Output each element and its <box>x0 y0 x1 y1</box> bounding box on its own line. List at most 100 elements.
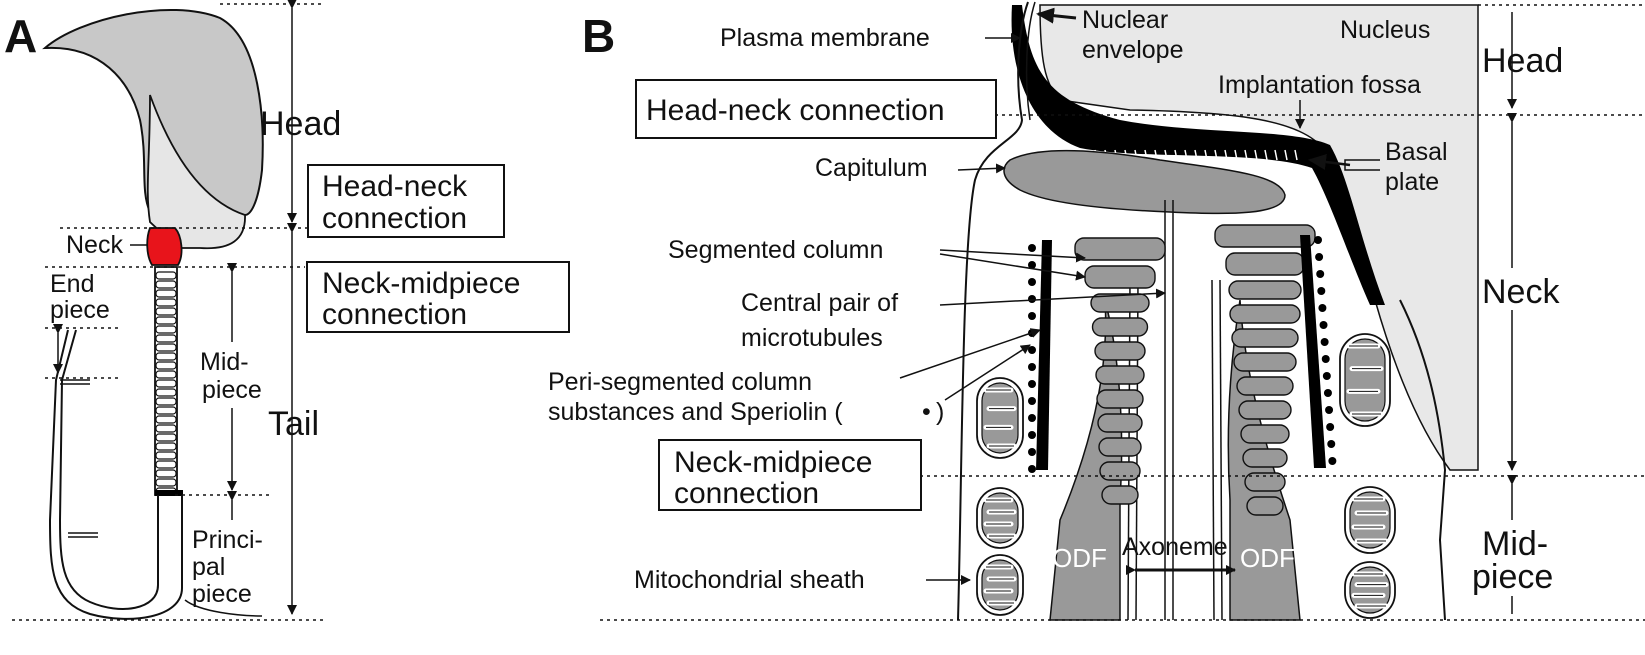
column-segment <box>1231 328 1299 348</box>
speriolin-dot <box>1322 372 1331 380</box>
label-principal-2: pal <box>192 553 225 581</box>
column-segment <box>1242 448 1288 468</box>
speriolin-dot <box>1028 278 1036 286</box>
label-segmented-column: Segmented column <box>668 236 883 264</box>
segmented-column-left <box>1074 237 1166 505</box>
mitochondrion <box>976 487 1024 549</box>
label-plasma-membrane: Plasma membrane <box>720 24 930 52</box>
midpiece-segment <box>155 325 177 334</box>
speriolin-dot <box>1327 440 1336 448</box>
speriolin-dot <box>1325 406 1334 414</box>
speriolin-dot <box>1028 312 1036 320</box>
column-segment <box>1099 461 1141 481</box>
column-segment <box>1244 472 1286 492</box>
mitochondria <box>976 333 1396 619</box>
fossa-stria <box>1234 149 1238 161</box>
mitochondrion <box>1339 333 1391 427</box>
fossa-stria <box>1174 149 1178 161</box>
box-neck-mid-1: Neck-midpiece <box>322 267 520 300</box>
speriolin-dots <box>1028 236 1337 473</box>
fossa-stria <box>1284 149 1288 161</box>
label-odf-right: ODF <box>1240 543 1295 573</box>
fossa-stria <box>1184 149 1188 161</box>
fossa-stria <box>1214 149 1218 161</box>
box-neck-mid-2: connection <box>322 298 467 331</box>
label-midpiece-2: piece <box>202 376 262 404</box>
midpiece-segment <box>155 289 177 298</box>
column-segment <box>1084 265 1156 289</box>
speriolin-dot <box>1328 457 1337 465</box>
label-mitochondrial-sheath: Mitochondrial sheath <box>634 566 865 594</box>
mitochondrion <box>976 377 1024 459</box>
column-segment <box>1246 496 1284 516</box>
box-b-neck-mid-2: connection <box>674 477 819 510</box>
column-segment <box>1101 485 1139 505</box>
side-label-head: Head <box>1482 42 1563 80</box>
midpiece-segment <box>155 280 177 289</box>
column-segment <box>1091 317 1149 337</box>
label-implantation-fossa: Implantation fossa <box>1218 71 1421 99</box>
label-peri-close: ) <box>936 398 944 426</box>
neck-region <box>146 227 183 266</box>
speriolin-dot <box>1318 304 1327 312</box>
box-b-head-neck: Head-neck connection <box>646 94 945 127</box>
column-segment <box>1098 437 1142 457</box>
column-segment <box>1214 224 1316 248</box>
fossa-stria <box>1204 149 1208 161</box>
label-central-pair-2: microtubules <box>741 324 883 352</box>
principal-piece <box>58 329 159 610</box>
peri-column-right <box>1300 235 1326 468</box>
speriolin-dot <box>1028 261 1036 269</box>
mitochondrion <box>976 554 1024 616</box>
plasma-membrane <box>957 1 1029 621</box>
box-neck-midpiece-connection <box>306 261 570 333</box>
speriolin-dot <box>1028 363 1036 371</box>
midpiece-segment <box>155 460 177 469</box>
fossa-stria <box>1244 149 1248 161</box>
midpiece-segment <box>155 433 177 442</box>
label-capitulum: Capitulum <box>815 154 928 182</box>
column-segment <box>1238 400 1292 420</box>
label-peri-dot: • <box>922 398 931 426</box>
label-head: Head <box>260 105 341 143</box>
fossa-stria <box>1164 149 1168 161</box>
midpiece-segment <box>155 334 177 343</box>
box-b-head-neck-connection <box>635 79 997 139</box>
midpiece-segment <box>155 442 177 451</box>
label-peri-1: Peri-segmented column <box>548 368 812 396</box>
speriolin-dot <box>1028 465 1036 473</box>
midpiece-segments <box>154 266 183 496</box>
annulus <box>155 490 183 496</box>
speriolin-dot <box>1028 397 1036 405</box>
column-segment <box>1225 252 1305 276</box>
label-central-pair-1: Central pair of <box>741 289 898 317</box>
label-end-piece-1: End <box>50 270 94 298</box>
midpiece-segment <box>155 469 177 478</box>
peri-column-left <box>1036 240 1052 470</box>
speriolin-dot <box>1028 414 1036 422</box>
midpiece-segment <box>155 388 177 397</box>
midpiece-segment <box>155 397 177 406</box>
midpiece-segment <box>155 370 177 379</box>
fossa-stria <box>1254 149 1258 161</box>
midpiece-segment <box>155 424 177 433</box>
label-midpiece-1: Mid- <box>200 348 249 376</box>
midpiece-segment <box>155 451 177 460</box>
midpiece-segment <box>155 352 177 361</box>
label-principal-1: Princi- <box>192 526 263 554</box>
label-end-piece-2: piece <box>50 296 110 324</box>
midpiece-segment <box>155 271 177 280</box>
column-segment <box>1074 237 1166 261</box>
side-label-midpiece-2: piece <box>1472 558 1553 596</box>
speriolin-dot <box>1028 244 1036 252</box>
basal-plate <box>1011 5 1385 305</box>
label-tail: Tail <box>268 405 319 443</box>
midpiece-segment <box>155 361 177 370</box>
speriolin-dot <box>1028 295 1036 303</box>
label-nuclear-envelope-1: Nuclear <box>1082 6 1168 34</box>
principal-piece-inner <box>48 329 183 620</box>
label-neck: Neck <box>66 231 123 259</box>
box-head-neck-2: connection <box>322 202 467 235</box>
label-principal-3: piece <box>192 580 252 608</box>
